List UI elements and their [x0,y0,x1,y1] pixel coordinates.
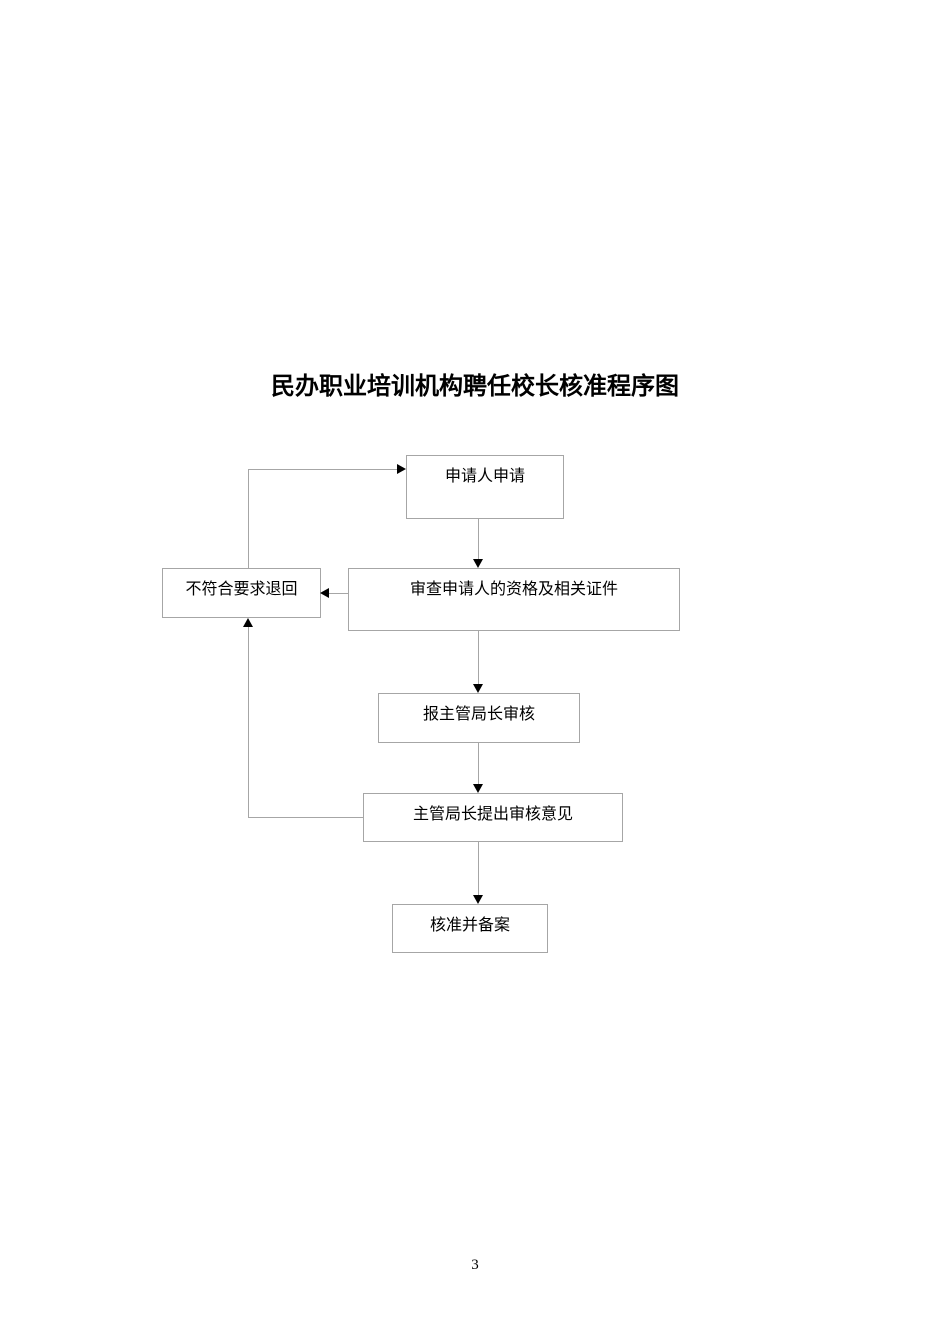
arrowhead-down-icon [473,559,483,568]
arrowhead-down-icon [473,895,483,904]
arrowhead-down-icon [473,784,483,793]
connector-opinion-to-return-vertical-line [248,627,249,818]
diagram-title: 民办职业培训机构聘任校长核准程序图 [271,374,679,400]
page-number: 3 [471,1257,479,1273]
arrowhead-up-icon [243,618,253,627]
connector-report-to-opinion-line [478,743,479,784]
connector-opinion-to-return-horizontal-line [248,817,363,818]
flowchart-node-report-to-director: 报主管局长审核 [378,693,580,743]
arrowhead-down-icon [473,684,483,693]
flowchart-node-director-review-opinion: 主管局长提出审核意见 [363,793,623,842]
connector-review-to-report-line [478,631,479,684]
flowchart-node-return-not-qualified: 不符合要求退回 [162,568,321,618]
flowchart-node-applicant-apply: 申请人申请 [406,455,564,519]
connector-apply-to-review-line [478,518,479,559]
arrowhead-right-icon [397,464,406,474]
connector-return-to-apply-horizontal-line [248,469,397,470]
connector-return-to-apply-vertical-line [248,469,249,568]
arrowhead-left-icon [320,588,329,598]
connector-opinion-to-approve-line [478,842,479,895]
flowchart-node-approve-and-file: 核准并备案 [392,904,548,953]
connector-review-to-return-line [329,593,348,594]
flowchart-node-review-qualifications: 审查申请人的资格及相关证件 [348,568,680,631]
